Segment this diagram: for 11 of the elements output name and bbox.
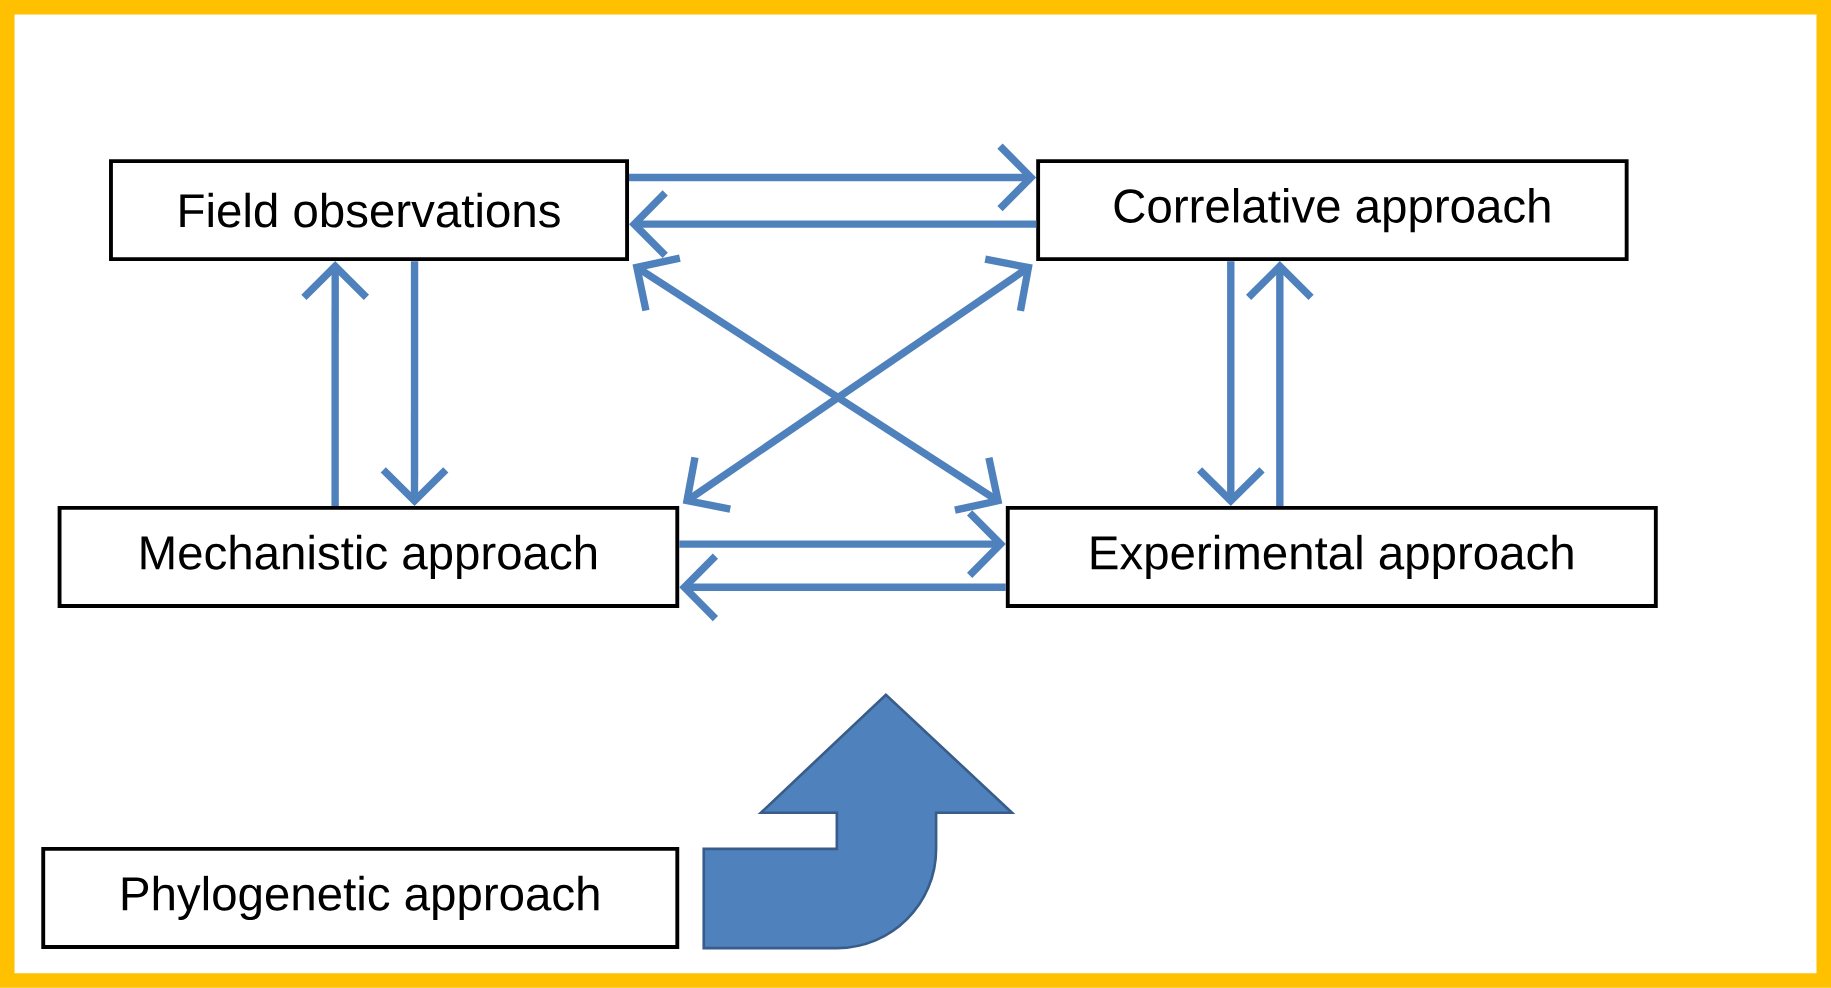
arrow xyxy=(629,190,1037,259)
arrow xyxy=(301,261,369,507)
label-box: Correlative approach xyxy=(1036,159,1629,262)
arrow xyxy=(1246,261,1314,507)
label-box: Experimental approach xyxy=(1005,506,1658,608)
bent-arrow xyxy=(702,693,1014,950)
label-box: Phylogenetic approach xyxy=(41,847,680,949)
arrow xyxy=(682,255,1033,513)
label-box: Field observations xyxy=(109,159,629,262)
label-box: Mechanistic approach xyxy=(57,506,680,608)
arrow xyxy=(632,254,1003,514)
